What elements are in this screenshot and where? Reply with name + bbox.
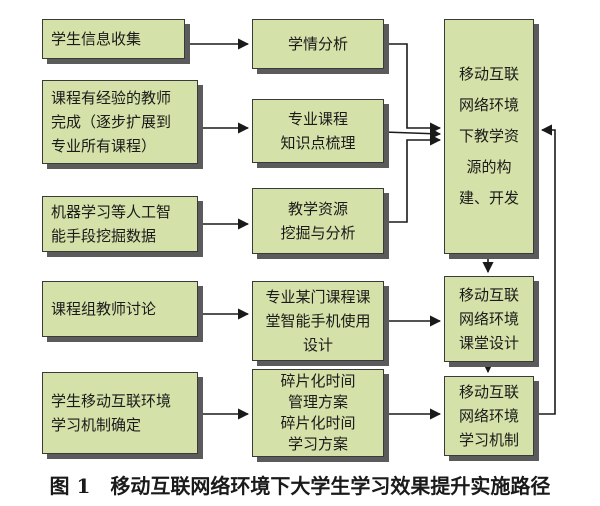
box-label: 学生移动互联环境 学习机制确定 — [51, 392, 172, 434]
arrow-mining-to-resource — [384, 134, 442, 223]
box-mobile-mechanism-determined: 学生移动互联环境 学习机制确定 — [42, 372, 198, 454]
box-classroom-design: 移动互联 网络环境 课堂设计 — [444, 276, 534, 362]
box-label: 移动互联 网络环境 课堂设计 — [458, 286, 519, 352]
arrow-feedback-loop — [534, 124, 556, 415]
box-label: 移动互联 网络环境 下教学资 源的构 建、开发 — [458, 65, 519, 207]
box-learning-analysis: 学情分析 — [252, 19, 384, 69]
box-label: 课程组教师讨论 — [51, 300, 157, 318]
box-knowledge-points: 专业课程 知识点梳理 — [252, 99, 384, 163]
box-label: 专业某门课程课 堂智能手机使用 设计 — [265, 288, 371, 354]
box-experienced-teachers: 课程有经验的教师 完成（逐步扩展到 专业所有课程） — [42, 80, 198, 164]
box-label: 机器学习等人工智 能手段挖掘数据 — [51, 203, 172, 245]
box-resource-mining: 教学资源 挖掘与分析 — [252, 188, 384, 254]
arrow-knowledge-to-resource — [383, 128, 442, 140]
box-label: 专业课程 知识点梳理 — [280, 110, 356, 152]
box-smartphone-design: 专业某门课程课 堂智能手机使用 设计 — [252, 281, 384, 361]
box-label: 教学资源 挖掘与分析 — [280, 200, 356, 242]
box-learning-mechanism: 移动互联 网络环境 学习机制 — [444, 376, 534, 456]
box-label: 移动互联 网络环境 学习机制 — [458, 383, 519, 449]
box-machine-learning: 机器学习等人工智 能手段挖掘数据 — [42, 196, 198, 252]
box-label: 学生信息收集 — [51, 30, 142, 48]
box-fragmented-time-plans: 碎片化时间 管理方案 碎片化时间 学习方案 — [252, 369, 384, 457]
box-student-info-collection: 学生信息收集 — [42, 19, 185, 59]
box-label: 碎片化时间 管理方案 碎片化时间 学习方案 — [280, 372, 356, 453]
box-resource-construction: 移动互联 网络环境 下教学资 源的构 建、开发 — [444, 19, 534, 254]
box-label: 学情分析 — [287, 35, 348, 53]
figure-caption: 图 1 移动互联网络环境下大学生学习效果提升实施路径 — [49, 474, 551, 498]
box-course-group-discussion: 课程组教师讨论 — [42, 281, 198, 337]
box-label: 课程有经验的教师 完成（逐步扩展到 专业所有课程） — [51, 89, 172, 155]
arrow-analysis-to-resource — [384, 43, 442, 134]
